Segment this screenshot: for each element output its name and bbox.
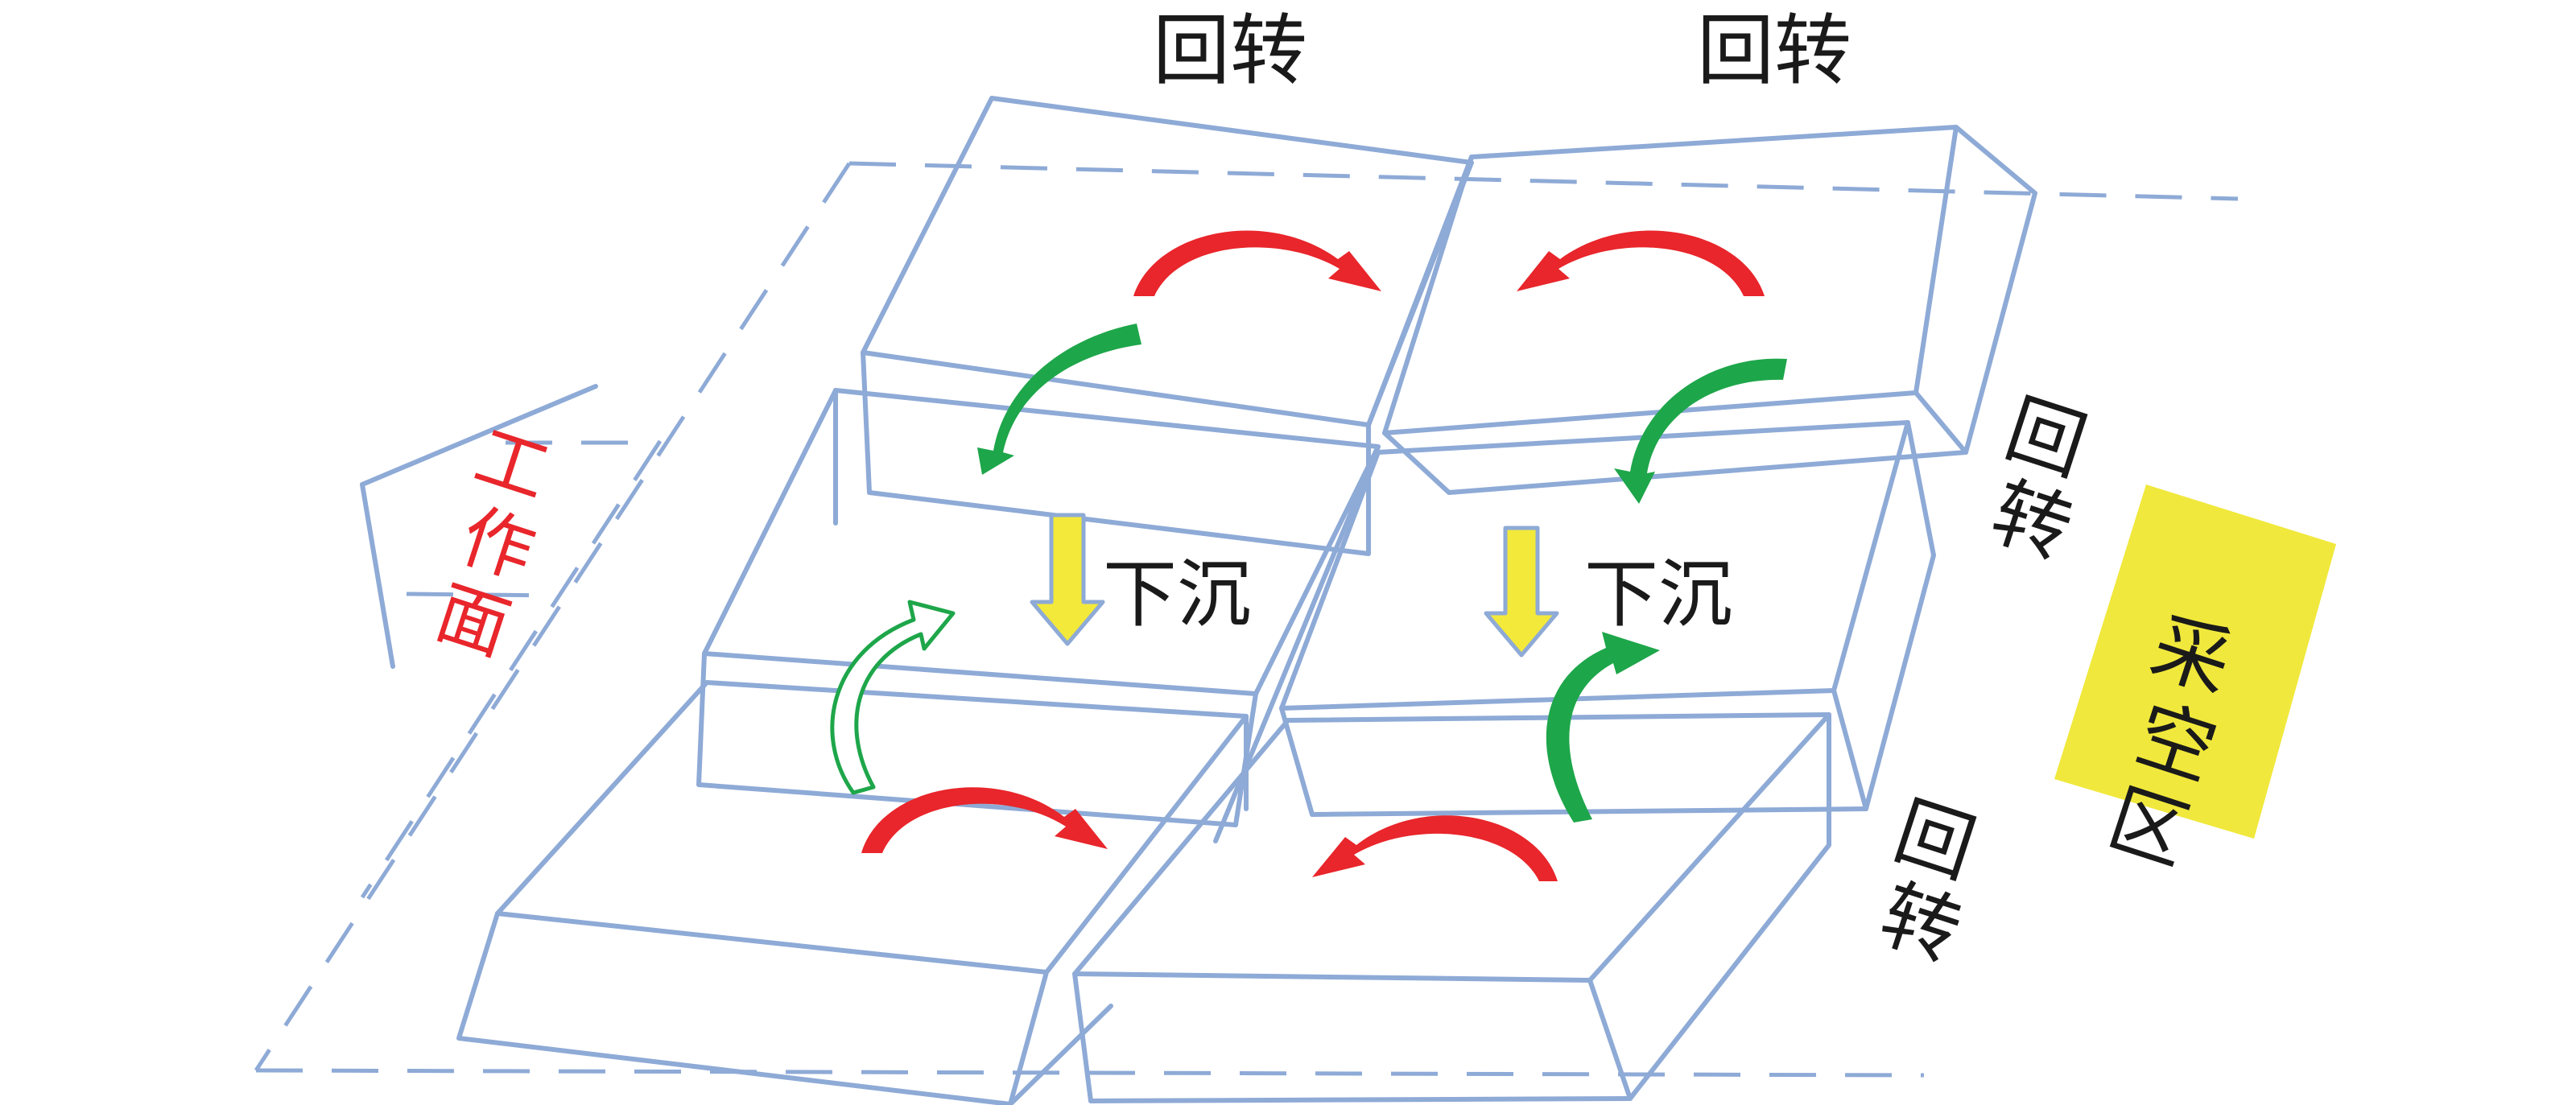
plane-top-edge	[848, 161, 2239, 201]
plane-bottom-edge	[255, 1068, 1925, 1078]
subsidence-label-left: 下沉	[1103, 551, 1251, 637]
green-arrows	[830, 324, 1787, 823]
red-arrow-top-left-icon	[1133, 230, 1381, 296]
rotation-label-right-upper: 回 转	[1970, 383, 2120, 580]
goaf-fill	[2054, 484, 2336, 839]
block-top-right-side-face	[1913, 125, 2037, 455]
working-face-wall	[360, 384, 636, 669]
block-top-right	[1366, 125, 2037, 495]
block-bottom-left-top-face	[495, 680, 1249, 975]
green-arrow-lower-right-icon	[1546, 632, 1660, 823]
block-bottom-right	[1072, 712, 1831, 1103]
red-arrow-bottom-right-icon	[1312, 815, 1558, 881]
block-middle-right-side-face	[1831, 420, 1936, 811]
block-top-right-joint	[1366, 155, 1474, 427]
block-bottom-left-front-face	[456, 911, 1049, 1105]
green-arrow-upper-right-icon	[1614, 358, 1787, 504]
rotation-label-top-right: 回转	[1697, 6, 1852, 96]
block-middle-left	[696, 388, 1381, 843]
working-face-dashed-edge	[360, 439, 663, 899]
rotation-label-top-left: 回转	[1153, 6, 1307, 96]
block-middle-left-joint	[1213, 444, 1381, 843]
red-arrow-bottom-left-icon	[861, 787, 1108, 853]
working-face-outline	[360, 384, 598, 669]
subsidence-arrows	[1030, 513, 1559, 658]
subsidence-arrow-left-icon	[1030, 513, 1105, 646]
block-top-right-top-face	[1382, 125, 1959, 435]
block-bottom-right-side-face	[1587, 712, 1831, 1101]
block-top-left-front-face	[861, 350, 1371, 556]
reference-plane	[254, 161, 2239, 1078]
outline-arrow-lower-left-icon	[830, 600, 956, 795]
red-arrow-top-right-icon	[1517, 230, 1765, 296]
red-rotation-arrows	[861, 230, 1765, 881]
block-top-right-bottom-edge	[1382, 431, 1968, 495]
block-bottom-right-top-face	[1072, 712, 1831, 983]
block-middle-right-front-face	[1279, 706, 1868, 817]
working-face-guide-lower	[406, 592, 556, 598]
plane-left-edge	[254, 162, 852, 1072]
block-bottom-left-side-edge	[1008, 1004, 1113, 1105]
subsidence-label-right: 下沉	[1584, 551, 1732, 637]
block-middle-right	[1279, 420, 1936, 817]
block-bottom-right-front-face	[1072, 971, 1633, 1103]
block-bottom-left	[456, 680, 1249, 1105]
subsidence-arrow-right-icon	[1484, 526, 1559, 658]
goaf-box	[2054, 484, 2336, 839]
rotation-label-right-lower: 回 转	[1859, 785, 2009, 983]
green-arrow-upper-left-icon	[977, 324, 1141, 475]
